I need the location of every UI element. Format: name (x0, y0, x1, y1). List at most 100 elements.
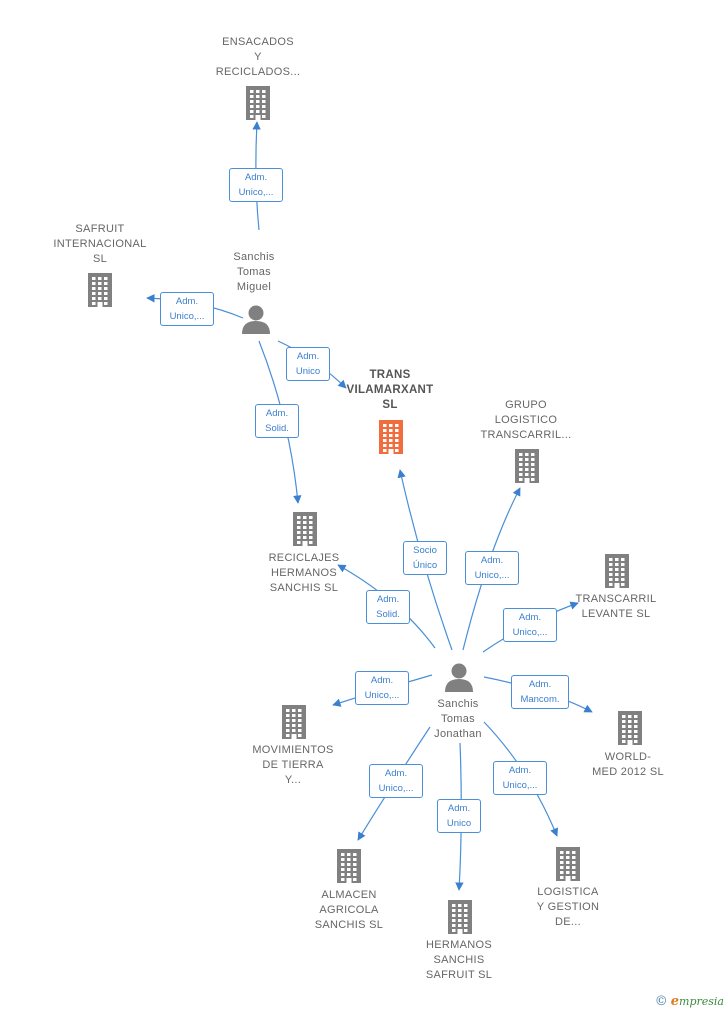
edge-label-jonathan-to-world[interactable]: Adm. Mancom. (511, 675, 569, 709)
edge-label-line: Solid. (376, 609, 400, 620)
edge-label-line: Adm. (244, 172, 268, 183)
person-icon-jonathan[interactable] (445, 663, 473, 693)
node-label-line: WORLD- (604, 751, 652, 763)
edge-label-line: Único (412, 560, 438, 571)
building-icon-almacen[interactable] (337, 849, 361, 883)
edge-label-line: Adm. (265, 408, 289, 419)
edge-label-miguel-to-trans[interactable]: Adm.Unico (286, 347, 330, 381)
node-label-safruit[interactable]: SAFRUIT INTERNACIONAL SL (40, 222, 160, 267)
node-label-line: LOGISTICO (494, 414, 558, 426)
node-label-line: SAFRUIT SL (425, 969, 493, 981)
node-label-line: ENSACADOS (222, 36, 294, 48)
building-icon-hermanos[interactable] (448, 900, 472, 934)
node-label-line: Jonathan (434, 728, 482, 740)
brand-initial: e (670, 994, 680, 1009)
node-label-line: Tomas (237, 266, 271, 278)
node-label-line: RECICLAJES (268, 552, 340, 564)
node-label-line: TRANSCARRIL (575, 593, 657, 605)
node-label-line: DE TIERRA (262, 759, 324, 771)
edge-label-line: Adm. (384, 768, 408, 779)
building-icon-logistica[interactable] (556, 847, 580, 881)
edge-label-miguel-to-safruit[interactable]: Adm. Unico,... (160, 292, 214, 326)
edge-label-line: Unico,... (512, 627, 548, 638)
edge-label-miguel-to-ensacados[interactable]: Adm. Unico,... (229, 168, 283, 202)
building-icon-transcarril[interactable] (605, 554, 629, 588)
edge-label-line: Unico,... (378, 783, 414, 794)
node-label-line: RECICLADOS... (215, 66, 301, 78)
edge-label-line: Adm. (175, 296, 199, 307)
edge-label-miguel-to-reciclajes[interactable]: Adm. Solid. (255, 404, 299, 438)
edge-label-jonathan-to-movimientos[interactable]: Adm. Unico,... (355, 671, 409, 705)
edge-label-line: Unico (446, 818, 472, 829)
node-label-line: Y GESTION (536, 901, 600, 913)
node-label-line: GRUPO (505, 399, 547, 411)
edge-label-jonathan-to-grupo[interactable]: Adm. Unico,... (465, 551, 519, 585)
node-label-grupo[interactable]: GRUPO LOGISTICO TRANSCARRIL... (466, 398, 586, 443)
edge-label-jonathan-to-hermanos[interactable]: Adm. Unico (437, 799, 481, 833)
building-icon-ensacados[interactable] (246, 86, 270, 120)
node-label-line: Sanchis (233, 251, 275, 263)
node-label-line: Sanchis (437, 698, 479, 710)
edge-label-line: Adm. (296, 351, 320, 362)
node-label-line: MOVIMIENTOS (252, 744, 334, 756)
brand-name: mpresia (679, 995, 724, 1008)
edge-label-line: Adm. (376, 594, 400, 605)
node-label-line: Miguel (236, 281, 272, 293)
building-icon-world[interactable] (618, 711, 642, 745)
node-label-line: SANCHIS SL (314, 919, 384, 931)
edge-label-jonathan-to-transcarril[interactable]: Adm. Unico,... (503, 608, 557, 642)
building-icon-safruit[interactable] (88, 273, 112, 307)
edge-label-line: Solid. (265, 423, 289, 434)
edge-label-line: Unico,... (169, 311, 205, 322)
edge-label-line: Unico,... (364, 690, 400, 701)
node-label-line: Tomas (441, 713, 475, 725)
node-label-line: SL (382, 399, 398, 411)
building-icon-trans[interactable] (379, 420, 403, 454)
node-label-line: Y... (284, 774, 302, 786)
edge-label-line: Socio (413, 545, 437, 556)
edge-label-line: Adm. (447, 803, 471, 814)
node-label-line: SL (92, 253, 108, 265)
edge-label-jonathan-to-logistica[interactable]: Adm.Unico,... (493, 761, 547, 795)
node-label-line: MED 2012 SL (592, 766, 664, 778)
node-label-line: AGRICOLA (319, 904, 379, 916)
edge-label-line: Unico,... (474, 570, 510, 581)
edge-label-line: Unico,... (238, 187, 274, 198)
building-icon-grupo[interactable] (515, 449, 539, 483)
node-label-line: SAFRUIT (75, 223, 125, 235)
node-label-line: TRANSCARRIL... (480, 429, 572, 441)
node-label-line: VILAMARXANT (346, 384, 434, 396)
node-label-line: LOGISTICA (537, 886, 599, 898)
edge-label-line: Adm. (370, 675, 394, 686)
copyright-icon: © (654, 994, 668, 1009)
edge-label-line: Mancom. (520, 694, 560, 705)
node-label-world[interactable]: WORLD- MED 2012 SL (578, 750, 678, 780)
building-icon-reciclajes[interactable] (293, 512, 317, 546)
edge-label-line: Adm. (480, 555, 504, 566)
node-label-transcarril[interactable]: TRANSCARRIL LEVANTE SL (561, 592, 671, 622)
edge-label-jonathan-to-almacen[interactable]: Adm. Unico,... (369, 764, 423, 798)
node-label-line: Y (254, 51, 262, 63)
node-label-line: INTERNACIONAL (53, 238, 147, 250)
empresia-logo[interactable]: ©empresia (655, 994, 724, 1009)
building-icon-movimientos[interactable] (282, 705, 306, 739)
node-label-line: DE... (555, 916, 581, 928)
node-label-line: SANCHIS (433, 954, 485, 966)
edge-label-jonathan-to-reciclajes[interactable]: Adm. Solid. (366, 590, 410, 624)
edge-label-line: Adm. (518, 612, 542, 623)
person-icon-miguel[interactable] (242, 305, 270, 335)
node-label-ensacados[interactable]: ENSACADOS Y RECICLADOS... (198, 35, 318, 80)
edge-label-line: Adm. (528, 679, 552, 690)
node-label-line: LEVANTE SL (581, 608, 651, 620)
node-label-line: SANCHIS SL (269, 582, 339, 594)
node-label-movimientos[interactable]: MOVIMIENTOS DE TIERRA Y... (233, 743, 353, 788)
node-label-logistica[interactable]: LOGISTICA Y GESTION DE... (508, 885, 628, 930)
